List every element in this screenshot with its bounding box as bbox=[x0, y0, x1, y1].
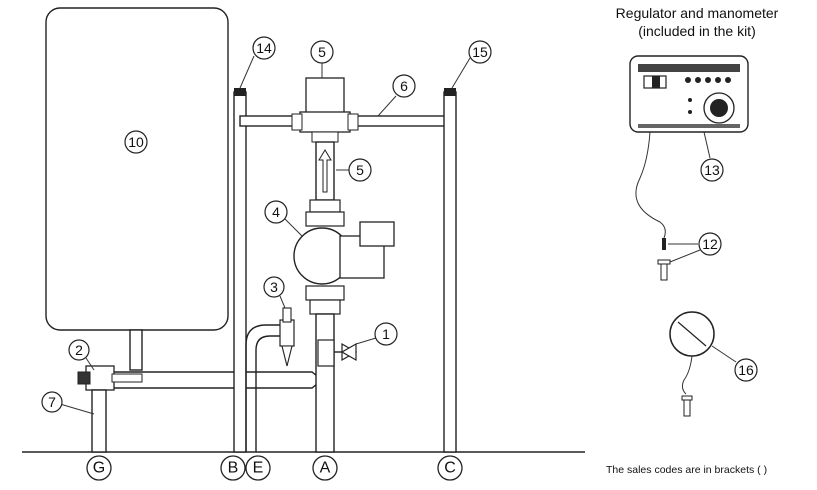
sales-codes-footnote: The sales codes are in brackets ( ) bbox=[606, 464, 768, 476]
callout-9-label: 7 bbox=[48, 394, 56, 410]
pipe-e-inner bbox=[255, 335, 280, 452]
callout-14-label: 14 bbox=[256, 40, 272, 56]
callout-12: 12 bbox=[668, 232, 722, 263]
callout-10: 10 bbox=[124, 130, 148, 154]
kit-heading: Regulator and manometer (included in the… bbox=[592, 4, 802, 40]
connection-b-label: B bbox=[228, 460, 239, 477]
callout-2: 2 bbox=[68, 339, 95, 371]
connection-e-label: E bbox=[253, 460, 264, 477]
connection-a: A bbox=[312, 455, 338, 481]
callout-6-label: 5 bbox=[318, 44, 326, 60]
pipe-a bbox=[315, 313, 335, 453]
callout-1: 1 bbox=[355, 322, 398, 346]
callout-9: 7 bbox=[41, 391, 95, 415]
callout-13: 13 bbox=[700, 131, 724, 182]
cap-14 bbox=[234, 88, 246, 96]
flow-arrow bbox=[318, 149, 332, 193]
pipe-g bbox=[91, 389, 107, 453]
sensor-cable bbox=[635, 131, 666, 239]
valve-body-a bbox=[317, 339, 335, 367]
callout-4-label: 4 bbox=[272, 204, 280, 220]
manometer-16 bbox=[669, 311, 715, 417]
air-valve-3 bbox=[279, 307, 295, 367]
valve-2 bbox=[77, 365, 143, 391]
tank-outlet-pipe bbox=[129, 329, 143, 371]
connection-b: B bbox=[220, 455, 246, 481]
callout-12-label: 12 bbox=[702, 236, 718, 252]
callout-15: 15 bbox=[451, 40, 492, 89]
connection-g-label: G bbox=[93, 460, 105, 477]
callout-2-label: 2 bbox=[75, 342, 83, 358]
callout-4: 4 bbox=[264, 200, 303, 237]
boiler-tank bbox=[45, 7, 229, 331]
callout-6: 5 bbox=[310, 40, 334, 78]
pipe-b bbox=[233, 91, 247, 453]
callout-7: 6 bbox=[377, 74, 416, 117]
callout-5: 5 bbox=[336, 158, 372, 182]
callout-16: 16 bbox=[711, 345, 758, 382]
connection-g: G bbox=[86, 455, 112, 481]
pipe-c bbox=[443, 91, 457, 453]
kit-heading-line1: Regulator and manometer bbox=[615, 5, 779, 21]
callout-1-label: 1 bbox=[382, 326, 390, 342]
callout-3-label: 3 bbox=[270, 279, 278, 295]
connection-c: C bbox=[437, 455, 463, 481]
pump-4 bbox=[293, 199, 395, 315]
callout-15-label: 15 bbox=[472, 44, 488, 60]
cap-15 bbox=[444, 88, 456, 96]
callout-16-label: 16 bbox=[738, 362, 754, 378]
callout-13-label: 13 bbox=[704, 162, 720, 178]
mixing-valve-6 bbox=[291, 77, 359, 143]
sensor-tip bbox=[662, 238, 666, 250]
callout-5-label: 5 bbox=[356, 162, 364, 178]
connection-a-label: A bbox=[320, 460, 331, 477]
callout-3: 3 bbox=[263, 276, 286, 309]
connection-c-label: C bbox=[444, 460, 456, 477]
callout-7-label: 6 bbox=[400, 78, 408, 94]
regulator-13 bbox=[629, 55, 749, 133]
connection-e: E bbox=[245, 455, 271, 481]
drain-valve-1 bbox=[334, 342, 358, 362]
kit-heading-line2: (included in the kit) bbox=[638, 23, 756, 39]
sensor-probe bbox=[657, 259, 671, 281]
callout-14: 14 bbox=[239, 36, 276, 89]
callout-10-label: 10 bbox=[128, 134, 144, 150]
pipe-e-outer bbox=[245, 324, 280, 452]
